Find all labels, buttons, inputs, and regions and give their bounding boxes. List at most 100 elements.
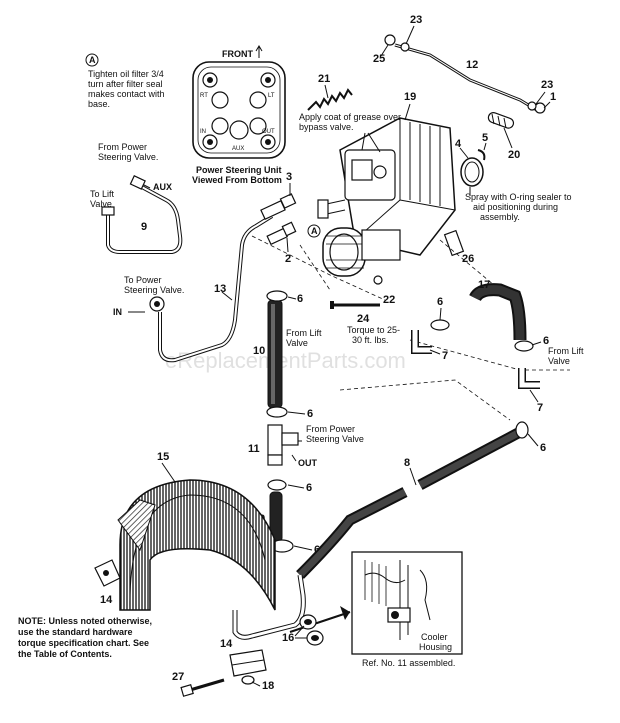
- svg-text:19: 19: [404, 91, 416, 103]
- bolt-24: 22 24 Torque to 25- 30 ft. lbs.: [330, 275, 400, 345]
- svg-text:16: 16: [282, 632, 294, 644]
- oil-cooler-15: 15 14: [94, 451, 306, 640]
- svg-text:NOTE: Unless noted otherwise,: NOTE: Unless noted otherwise,: [18, 616, 152, 626]
- svg-text:6: 6: [297, 293, 303, 305]
- fittings-2-3: 3 2: [260, 171, 297, 265]
- svg-text:10: 10: [253, 345, 265, 357]
- svg-text:6: 6: [306, 482, 312, 494]
- elbows-7-hose-17: 6 7 17 6 From Lift Valve 7: [411, 279, 584, 414]
- hose-8: 8 6: [296, 421, 546, 579]
- svg-text:assembly.: assembly.: [480, 212, 520, 222]
- svg-text:9: 9: [141, 221, 147, 233]
- svg-text:6: 6: [543, 335, 549, 347]
- svg-text:AUX: AUX: [232, 146, 244, 152]
- svg-text:Housing: Housing: [419, 642, 452, 652]
- svg-text:1: 1: [550, 91, 556, 103]
- svg-text:3: 3: [286, 171, 292, 183]
- svg-text:5: 5: [482, 132, 488, 144]
- svg-text:IN: IN: [113, 307, 122, 317]
- svg-text:turn after filter seal: turn after filter seal: [88, 79, 163, 89]
- hardware-note: NOTE: Unless noted otherwise, use the st…: [18, 616, 152, 659]
- svg-text:7: 7: [442, 350, 448, 362]
- svg-text:Valve: Valve: [548, 356, 570, 366]
- o-ring-4-5: 4 5 Spray with O-ring sealer to aid posi…: [455, 132, 572, 222]
- spring-21: 21: [307, 73, 353, 111]
- svg-text:From Lift: From Lift: [548, 346, 584, 356]
- svg-text:IN: IN: [200, 129, 206, 135]
- svg-text:23: 23: [541, 79, 553, 91]
- svg-text:A: A: [89, 55, 96, 65]
- svg-text:use the standard hardware: use the standard hardware: [18, 627, 133, 637]
- svg-text:6: 6: [307, 408, 313, 420]
- svg-text:Valve: Valve: [286, 338, 308, 348]
- svg-text:Valve: Valve: [90, 199, 112, 209]
- callout-a-circle: [85, 53, 99, 67]
- svg-text:Apply coat of grease over: Apply coat of grease over: [299, 112, 401, 122]
- svg-text:17: 17: [478, 279, 490, 291]
- svg-text:30 ft. lbs.: 30 ft. lbs.: [352, 335, 389, 345]
- svg-text:21: 21: [318, 73, 330, 85]
- svg-text:aid positioning during: aid positioning during: [473, 202, 558, 212]
- svg-text:torque specification chart. Se: torque specification chart. See: [18, 638, 149, 648]
- svg-text:base.: base.: [88, 99, 110, 109]
- hydraulic-pump-assembly: A 19 Apply coat of grease over bypass va…: [299, 91, 456, 277]
- svg-text:OUT: OUT: [298, 458, 318, 468]
- svg-text:From Lift: From Lift: [286, 328, 322, 338]
- svg-text:the Table of Contents.: the Table of Contents.: [18, 649, 112, 659]
- svg-text:Torque to 25-: Torque to 25-: [347, 325, 400, 335]
- svg-text:To Lift: To Lift: [90, 189, 115, 199]
- svg-text:13: 13: [214, 283, 226, 295]
- line-13: To Power Steering Valve. IN 13: [113, 214, 274, 363]
- svg-text:Ref. No. 11 assembled.: Ref. No. 11 assembled.: [362, 658, 455, 668]
- svg-text:6: 6: [437, 296, 443, 308]
- svg-text:25: 25: [373, 53, 385, 65]
- svg-text:Steering Valve.: Steering Valve.: [124, 285, 184, 295]
- svg-text:RT: RT: [200, 93, 208, 99]
- svg-text:A: A: [311, 226, 318, 236]
- svg-text:Steering Valve: Steering Valve: [306, 434, 364, 444]
- svg-text:OUT: OUT: [262, 129, 275, 135]
- svg-text:bypass valve.: bypass valve.: [299, 122, 354, 132]
- svg-text:23: 23: [410, 14, 422, 26]
- svg-text:2: 2: [285, 253, 291, 265]
- svg-text:24: 24: [357, 313, 370, 325]
- steering-unit-bottom-view: FRONT RT LT IN OUT AUX Power Steering Un…: [192, 45, 286, 185]
- svg-text:15: 15: [157, 451, 169, 463]
- svg-text:14: 14: [220, 638, 233, 650]
- svg-text:AUX: AUX: [153, 182, 172, 192]
- svg-text:22: 22: [383, 294, 395, 306]
- svg-text:Spray with O-ring sealer to: Spray with O-ring sealer to: [465, 192, 572, 202]
- svg-text:20: 20: [508, 149, 520, 161]
- svg-text:18: 18: [262, 680, 274, 692]
- svg-text:Cooler: Cooler: [421, 632, 448, 642]
- svg-text:From Power: From Power: [98, 142, 147, 152]
- hose-10-upper: 10 From Lift Valve 6 6: [253, 290, 322, 420]
- svg-text:7: 7: [537, 402, 543, 414]
- svg-text:11: 11: [248, 443, 260, 455]
- svg-text:LT: LT: [268, 93, 275, 99]
- svg-text:makes contact with: makes contact with: [88, 89, 165, 99]
- clamps-16: 16: [282, 614, 324, 646]
- line-9: From Power Steering Valve. To Lift Valve…: [90, 142, 183, 254]
- svg-text:27: 27: [172, 671, 184, 683]
- svg-text:To Power: To Power: [124, 275, 162, 285]
- svg-text:12: 12: [466, 59, 478, 71]
- bottom-hardware: 14 18 27: [172, 638, 274, 697]
- tee-fitting-11: 11 From Power Steering Valve OUT: [248, 424, 364, 468]
- svg-text:FRONT: FRONT: [222, 49, 253, 59]
- svg-text:From Power: From Power: [306, 424, 355, 434]
- pin-26: 26: [443, 229, 474, 265]
- svg-text:6: 6: [540, 442, 546, 454]
- svg-text:Viewed From Bottom: Viewed From Bottom: [192, 175, 282, 185]
- tighten-note: A Tighten oil filter 3/4 turn after filt…: [85, 53, 165, 109]
- svg-text:8: 8: [404, 457, 410, 469]
- svg-text:Steering Valve.: Steering Valve.: [98, 152, 158, 162]
- svg-text:Power Steering Unit: Power Steering Unit: [196, 165, 282, 175]
- linkage-rod-12: 23 25 12 23 1 20: [373, 14, 556, 161]
- svg-text:14: 14: [100, 594, 113, 606]
- svg-text:Tighten oil filter 3/4: Tighten oil filter 3/4: [88, 69, 164, 79]
- svg-text:4: 4: [455, 138, 462, 150]
- cooler-housing-inset: Cooler Housing Ref. No. 11 assembled.: [289, 551, 463, 668]
- svg-text:26: 26: [462, 253, 474, 265]
